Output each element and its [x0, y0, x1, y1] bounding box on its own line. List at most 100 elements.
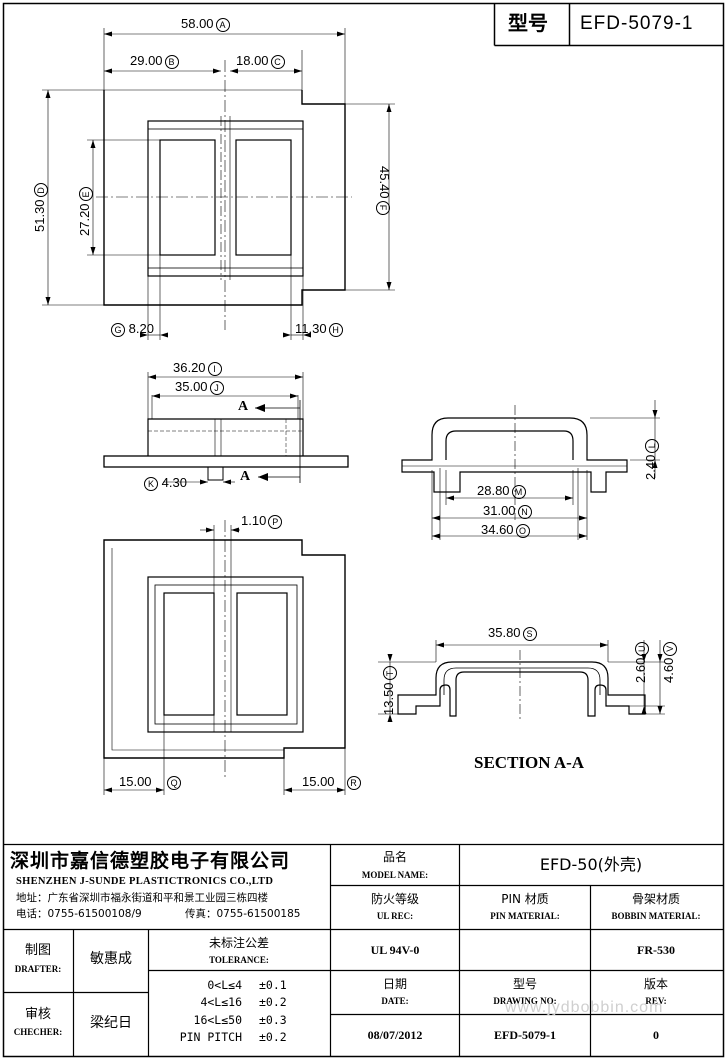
- rev-value: 0: [653, 1028, 659, 1042]
- company-name-cn: 深圳市嘉信德塑胶电子有限公司: [10, 850, 291, 872]
- callout-q: Q: [167, 775, 182, 790]
- tolerance-value-4: ±0.2: [259, 1030, 287, 1044]
- callout-k: K: [144, 476, 158, 491]
- type-value: EFD-5079-1: [580, 13, 694, 34]
- callout-s: S: [522, 626, 537, 641]
- type-label: 型号: [508, 11, 548, 35]
- drafter-cn: 制图: [24, 943, 52, 958]
- bobbin-material-en: BOBBIN MATERIAL:: [611, 911, 701, 921]
- tolerance-range-1: 0<L≤4: [207, 978, 242, 992]
- company-name-en: SHENZHEN J-SUNDE PLASTICTRONICS CO.,LTD: [16, 876, 274, 887]
- dim-5130: 51.30D: [32, 183, 48, 232]
- callout-r: R: [346, 775, 361, 790]
- tolerance-value-1: ±0.1: [259, 978, 287, 992]
- section-view: [378, 640, 665, 722]
- section-mark-top: A: [238, 399, 249, 414]
- model-name-cn: 品名: [382, 850, 408, 864]
- date-cn: 日期: [382, 977, 408, 991]
- callout-u: U: [634, 641, 649, 656]
- callout-p: P: [268, 514, 283, 529]
- callout-e: E: [78, 187, 93, 202]
- ul-rec-en: UL REC:: [376, 911, 414, 921]
- dim-1500a: 15.00 Q: [119, 775, 182, 790]
- side-view: [401, 400, 660, 540]
- drafter-en: DRAFTER:: [14, 964, 62, 974]
- drafter-name: 敏惠成: [90, 951, 132, 967]
- drawing-no-cn: 型号: [512, 977, 538, 991]
- dim-430: K 4.30: [142, 476, 187, 491]
- rev-cn: 版本: [643, 977, 669, 991]
- callout-b: B: [164, 54, 179, 69]
- title-block-grid: [3, 843, 724, 1057]
- tolerance-range-4: PIN PITCH: [179, 1030, 242, 1044]
- callout-d: D: [33, 183, 48, 198]
- tolerance-cn: 未标注公差: [208, 936, 270, 950]
- dim-460: 4.60V: [661, 641, 677, 683]
- dim-4540: 45.40F: [376, 166, 392, 215]
- dim-820: G 8.20: [109, 322, 154, 337]
- drawing-no-value: EFD-5079-1: [494, 1028, 556, 1042]
- model-name-en: MODEL NAME:: [361, 870, 429, 880]
- tolerance-range-3: 16<L≤50: [193, 1013, 242, 1027]
- callout-m: M: [511, 484, 526, 499]
- tolerance-value-3: ±0.3: [259, 1013, 287, 1027]
- callout-a: A: [215, 17, 230, 32]
- tolerance-value-2: ±0.2: [259, 995, 287, 1009]
- top-view: [42, 28, 395, 340]
- company-fax: 传真：0755-61500185: [185, 908, 301, 920]
- pin-material-en: PIN MATERIAL:: [490, 911, 560, 921]
- checker-cn: 审核: [24, 1007, 52, 1022]
- company-address: 地址：广东省深圳市福永街道和平和景工业园三栋四楼: [16, 892, 268, 904]
- section-label: SECTION A-A: [474, 753, 585, 772]
- tolerance-en: TOLERANCE:: [209, 955, 269, 965]
- pin-material-cn: PIN 材质: [501, 892, 549, 906]
- drawing-no-en: DRAWING NO:: [493, 996, 557, 1006]
- dimension-arrowheads: [45, 31, 663, 793]
- bobbin-material-value: FR-530: [637, 943, 675, 957]
- front-view: [103, 372, 349, 483]
- model-name-value: EFD-50(外壳): [539, 855, 643, 874]
- dim-240: 2.40L: [643, 438, 659, 480]
- callout-c: C: [270, 54, 285, 69]
- callout-v: V: [662, 641, 677, 656]
- callout-i: I: [207, 361, 222, 376]
- checker-name: 梁纪日: [90, 1015, 132, 1031]
- checker-en: CHECHER:: [13, 1027, 63, 1037]
- rev-en: REV:: [645, 996, 667, 1006]
- callout-n: N: [517, 504, 532, 519]
- date-value: 08/07/2012: [367, 1028, 423, 1042]
- dim-1350: 13.50T: [381, 666, 397, 715]
- callout-g: G: [111, 322, 125, 337]
- callout-o: O: [515, 523, 530, 538]
- company-phone: 电话：0755-61500108/9: [16, 908, 142, 920]
- callout-f: F: [376, 200, 391, 215]
- section-mark-bottom: A: [240, 469, 251, 484]
- callout-t: T: [382, 666, 397, 681]
- callout-h: H: [328, 322, 343, 337]
- watermark: www.jydbobbin.com: [505, 999, 664, 1016]
- dim-2720: 27.20E: [77, 187, 93, 236]
- bobbin-material-cn: 骨架材质: [631, 892, 681, 906]
- callout-l: L: [644, 438, 659, 453]
- callout-j: J: [209, 380, 224, 395]
- ul-rec-value: UL 94V-0: [370, 943, 420, 957]
- tolerance-range-2: 4<L≤16: [200, 995, 242, 1009]
- dim-260: 2.60U: [633, 641, 649, 683]
- date-en: DATE:: [381, 996, 409, 1006]
- bottom-view: [103, 520, 346, 795]
